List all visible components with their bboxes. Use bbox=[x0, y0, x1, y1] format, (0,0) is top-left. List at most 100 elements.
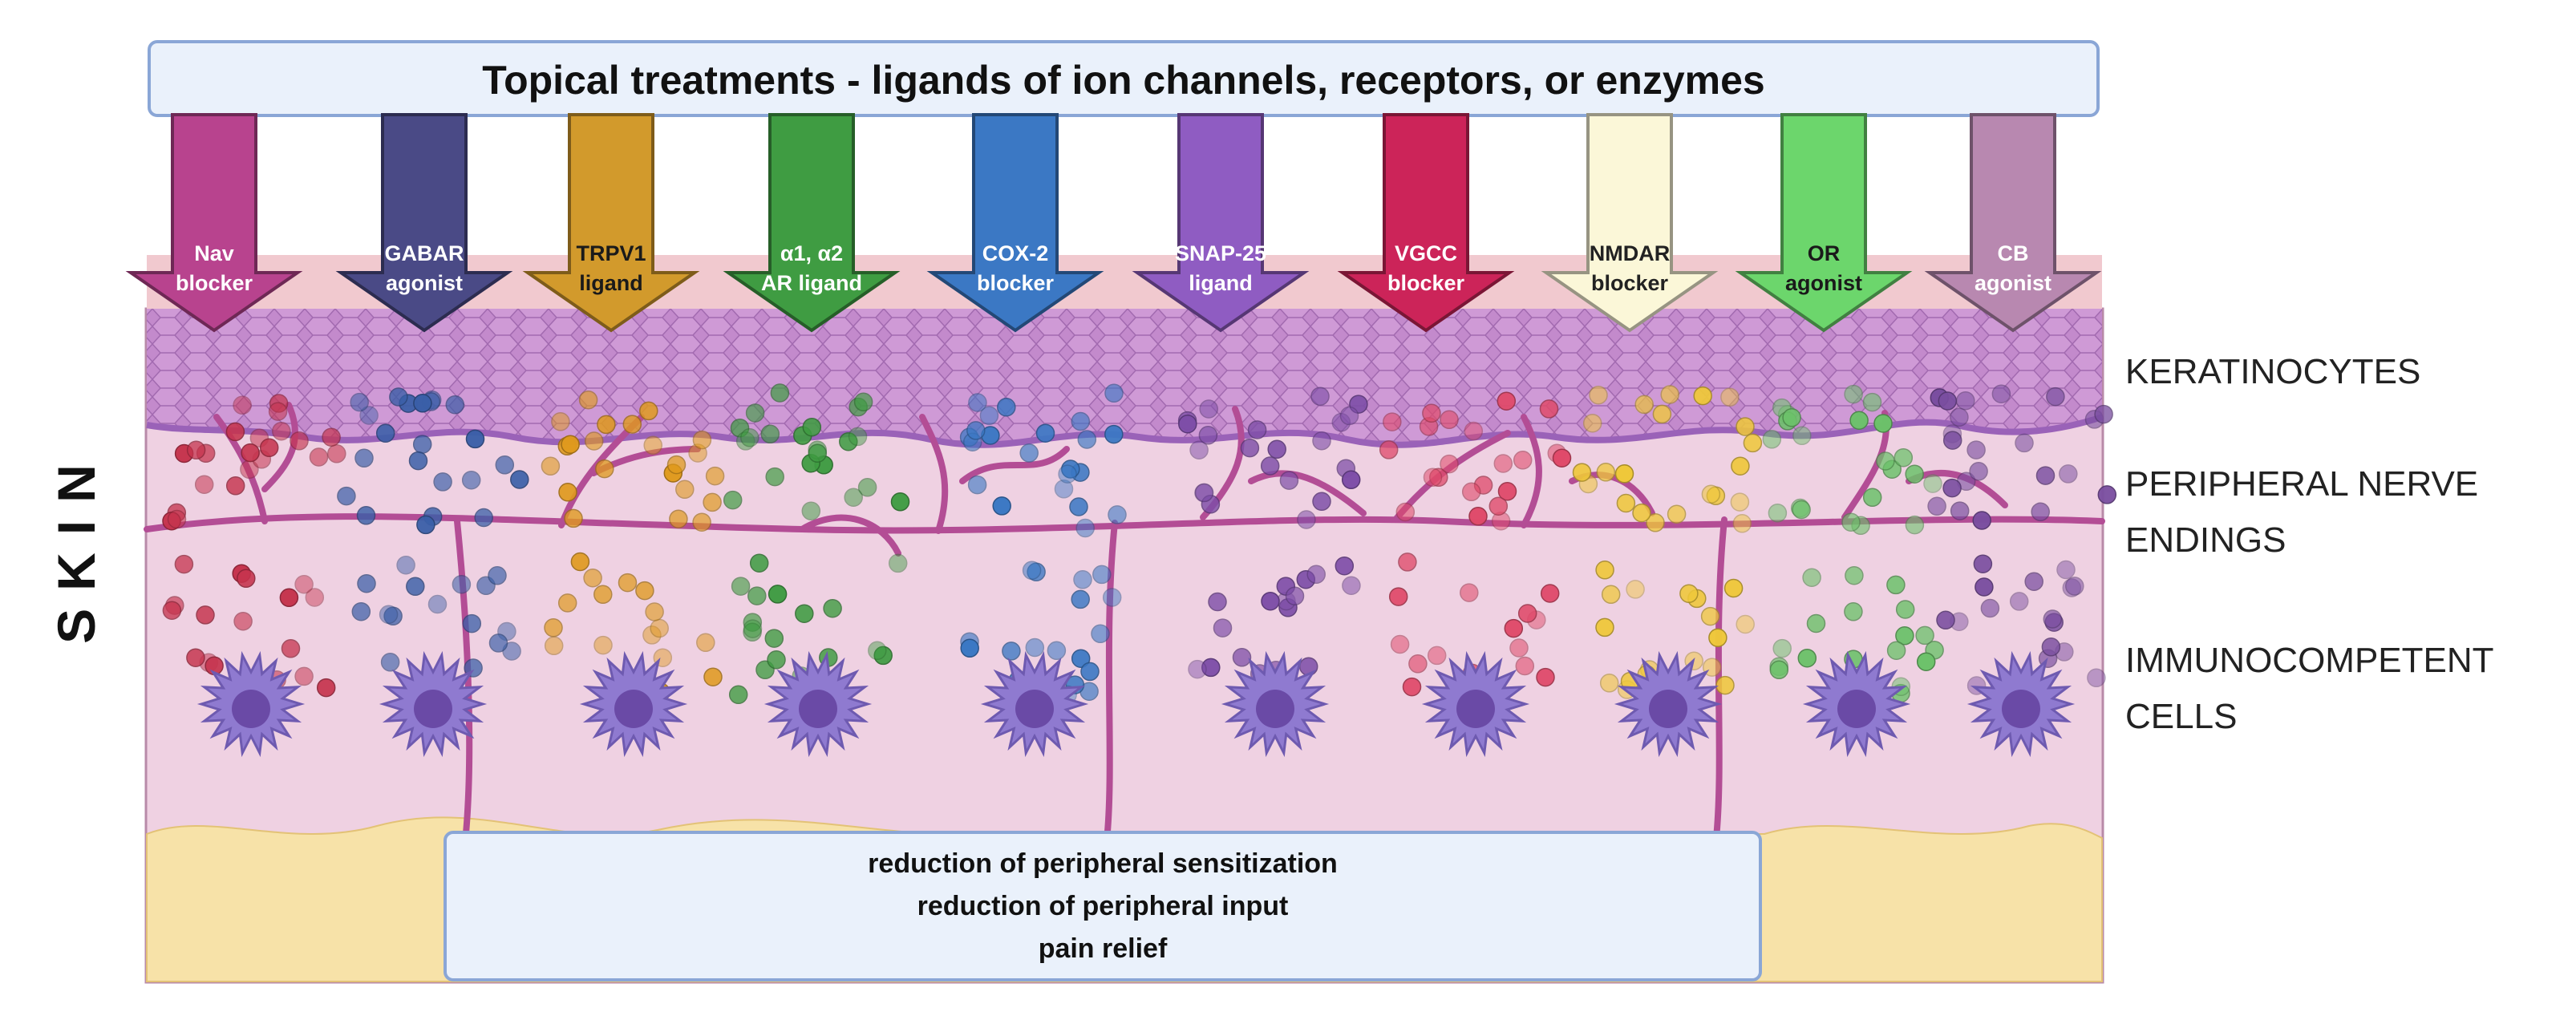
mediator-dot bbox=[723, 490, 743, 510]
mediator-dot bbox=[639, 401, 658, 421]
mediator-dot bbox=[294, 666, 314, 686]
mediator-dot bbox=[408, 451, 428, 471]
mediator-dot bbox=[1379, 440, 1399, 459]
mediator-dot bbox=[593, 635, 613, 655]
mediator-dot bbox=[770, 383, 790, 403]
immune-cells-label-line-1: IMMUNOCOMPETENT bbox=[2125, 641, 2494, 680]
mediator-dot bbox=[1002, 642, 1021, 661]
mediator-dot bbox=[379, 605, 399, 625]
mediator-dot bbox=[1876, 451, 1895, 471]
mediator-dot bbox=[669, 509, 688, 528]
mediator-dot bbox=[873, 646, 893, 666]
mediator-dot bbox=[1886, 575, 1906, 595]
mediator-dot bbox=[1652, 404, 1672, 424]
mediator-dot bbox=[1972, 511, 1991, 530]
mediator-dot bbox=[1540, 584, 1560, 603]
mediator-dot bbox=[839, 431, 858, 451]
nerve-branch bbox=[799, 514, 901, 557]
mediator-dot bbox=[1646, 513, 1665, 532]
mediator-dot bbox=[305, 588, 325, 607]
mediator-dot bbox=[1398, 552, 1417, 572]
mediator-dot bbox=[551, 412, 570, 431]
arrow-label-line-1: VGCC bbox=[1395, 241, 1457, 265]
arrow-label-line-1: Nav bbox=[194, 241, 234, 265]
mediator-dot bbox=[1104, 424, 1124, 444]
mediator-dot bbox=[1297, 510, 1316, 529]
immune-cell bbox=[1421, 650, 1530, 758]
mediator-dot bbox=[186, 648, 205, 667]
skin-label: SKIN bbox=[47, 447, 106, 644]
mediator-dot bbox=[1440, 410, 1459, 430]
mediator-dot bbox=[465, 429, 485, 449]
mediator-dot bbox=[1679, 584, 1699, 604]
title-banner: Topical treatments - ligands of ion chan… bbox=[148, 40, 2100, 117]
arrow-label-line-2: blocker bbox=[1591, 271, 1669, 295]
immune-cell-nucleus bbox=[614, 690, 653, 728]
mediator-dot bbox=[1923, 474, 1942, 493]
mediator-dot bbox=[979, 406, 999, 426]
mediator-dot bbox=[1298, 657, 1318, 676]
mediator-dot bbox=[351, 601, 371, 621]
mediator-dot bbox=[1614, 464, 1634, 484]
mediator-dot bbox=[1905, 515, 1925, 535]
mediator-dot bbox=[1536, 667, 1555, 687]
mediator-dot bbox=[584, 431, 604, 451]
mediator-dot bbox=[1667, 504, 1687, 524]
mediator-dot bbox=[1232, 648, 1252, 667]
mediator-dot bbox=[747, 586, 767, 605]
mediator-dot bbox=[1395, 502, 1416, 522]
nerve-trunk bbox=[144, 513, 2105, 534]
mediator-dot bbox=[1092, 565, 1112, 585]
arrow-label-line-1: NMDAR bbox=[1590, 241, 1671, 265]
mediator-dot bbox=[162, 601, 182, 620]
mediator-dot bbox=[510, 470, 529, 489]
mediator-dot bbox=[1261, 591, 1280, 611]
mediator-dot bbox=[561, 435, 580, 454]
mediator-dot bbox=[765, 467, 784, 487]
mediator-dot bbox=[2059, 464, 2078, 484]
mediator-dot bbox=[2056, 560, 2076, 580]
arrow-shape bbox=[1132, 113, 1310, 333]
mediator-dot bbox=[1075, 518, 1095, 538]
mediator-dot bbox=[2065, 577, 2084, 596]
mediator-dot bbox=[650, 618, 669, 638]
mediator-dot bbox=[383, 606, 403, 626]
mediator-dot bbox=[745, 403, 765, 423]
mediator-dot bbox=[2009, 592, 2029, 611]
mediator-dot bbox=[2087, 668, 2106, 688]
mediator-dot bbox=[1862, 488, 1882, 508]
mediator-dot bbox=[2046, 387, 2065, 407]
arrow-shape bbox=[1924, 113, 2102, 333]
mediator-dot bbox=[844, 488, 863, 507]
mediator-dot bbox=[488, 633, 508, 653]
mediator-dot bbox=[1589, 385, 1608, 405]
mediator-dot bbox=[1388, 587, 1408, 606]
mediator-dot bbox=[359, 406, 379, 425]
mediator-dot bbox=[1061, 459, 1080, 479]
mediator-dot bbox=[167, 509, 187, 529]
immune-cell-nucleus bbox=[414, 690, 452, 728]
arrow-label-line-1: OR bbox=[1808, 241, 1841, 265]
mediator-dot bbox=[445, 395, 465, 415]
mediator-dot bbox=[1102, 588, 1122, 607]
immune-cell bbox=[1802, 650, 1911, 758]
mediator-dot bbox=[593, 585, 613, 605]
mediator-dot bbox=[1599, 674, 1619, 693]
mediator-dot bbox=[1715, 675, 1735, 695]
mediator-dot bbox=[279, 588, 299, 608]
mediator-dot bbox=[890, 492, 910, 512]
mediator-dot bbox=[1844, 384, 1863, 404]
mediator-dot bbox=[1402, 677, 1422, 697]
mediator-dot bbox=[1342, 576, 1361, 595]
arrow-shape bbox=[1541, 113, 1719, 333]
mediator-dot bbox=[1497, 391, 1517, 411]
mediator-dot bbox=[1886, 641, 1906, 660]
mediator-dot bbox=[1464, 421, 1484, 441]
mediator-dot bbox=[544, 636, 564, 656]
immune-cell bbox=[196, 650, 306, 758]
mediator-dot bbox=[992, 496, 1011, 516]
nerve-branch bbox=[959, 446, 1070, 484]
mediator-dot bbox=[375, 423, 395, 443]
